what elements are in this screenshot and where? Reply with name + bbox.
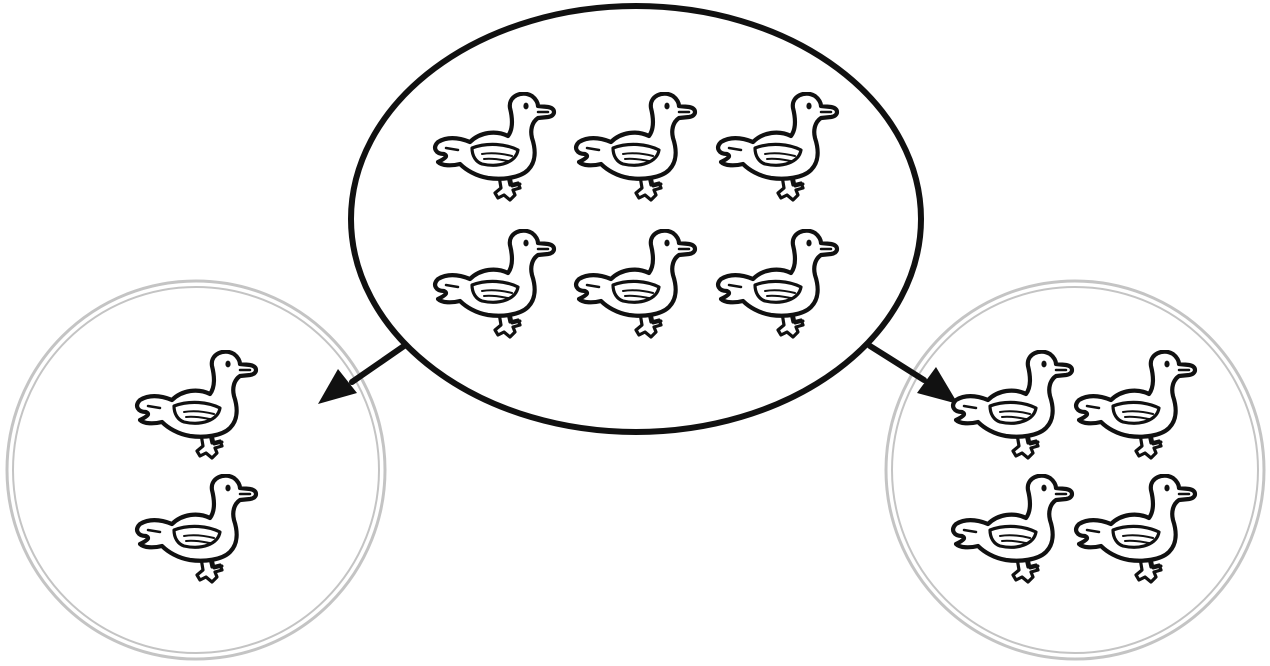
whole-ellipse <box>348 3 924 435</box>
right-arrow <box>867 343 958 404</box>
left-arrow <box>318 343 407 404</box>
left-part-ducks <box>137 352 256 582</box>
duck-icon <box>137 352 256 458</box>
right-part-ducks <box>953 352 1195 582</box>
left-part-circle <box>5 279 387 661</box>
duck-icon <box>137 476 256 582</box>
duck-icon <box>1076 476 1195 582</box>
duck-icon <box>1076 352 1195 458</box>
duck-icon <box>953 476 1072 582</box>
duck-icon <box>953 352 1072 458</box>
right-part-circle <box>884 279 1266 661</box>
